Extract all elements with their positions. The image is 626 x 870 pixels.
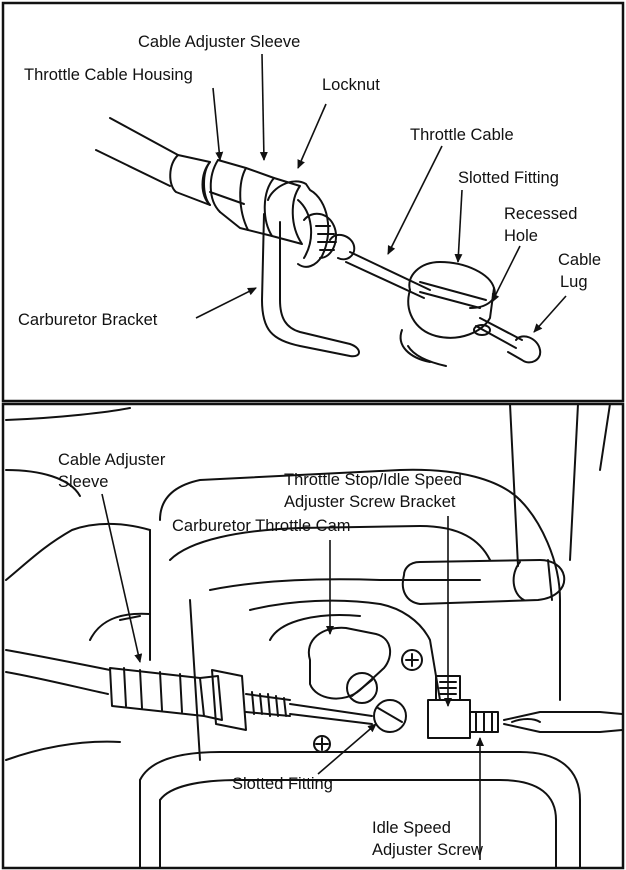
label-throttle-cable-housing: Throttle Cable Housing	[24, 66, 193, 84]
label-idle-speed-line2: Adjuster Screw	[372, 841, 483, 859]
label-cable-lug-line1: Cable	[558, 251, 602, 269]
label-recessed-hole-line2: Hole	[504, 227, 538, 245]
arrow-throttle-cable-housing	[212, 87, 224, 161]
bottom-illustration	[5, 403, 623, 869]
label-recessed-hole-line1: Recessed	[504, 205, 578, 223]
arrow-slotted-fitting	[454, 189, 463, 263]
label-cable-lug-line2: Lug	[560, 273, 588, 291]
top-leader-arrows	[195, 53, 567, 333]
label-carburetor-throttle-cam: Carburetor Throttle Cam	[172, 517, 351, 535]
arrow-slotted-fitting-bottom	[317, 723, 377, 775]
arrow-throttle-cable	[387, 145, 443, 255]
label-throttle-cable: Throttle Cable	[410, 126, 514, 144]
arrow-cable-adjuster-sleeve	[259, 53, 268, 161]
arrow-recessed-hole	[491, 245, 521, 303]
label-slotted-fitting: Slotted Fitting	[458, 169, 559, 187]
label-cable-adjuster-sleeve: Cable Adjuster Sleeve	[138, 33, 301, 51]
arrow-cable-adjuster-sleeve-bottom	[101, 493, 143, 663]
label-locknut: Locknut	[322, 76, 380, 94]
label-slotted-fitting-bottom: Slotted Fitting	[232, 775, 333, 793]
label-carburetor-bracket: Carburetor Bracket	[18, 311, 158, 329]
label-throttle-stop-line2: Adjuster Screw Bracket	[284, 493, 456, 511]
arrow-carburetor-bracket	[195, 287, 257, 319]
arrow-cable-lug	[533, 295, 567, 333]
label-throttle-stop-line1: Throttle Stop/Idle Speed	[284, 471, 462, 489]
label-cable-adjuster-line1: Cable Adjuster	[58, 451, 166, 469]
bottom-leader-arrows	[101, 493, 484, 860]
label-cable-adjuster-line2: Sleeve	[58, 473, 109, 491]
arrow-locknut	[297, 103, 327, 169]
top-illustration	[95, 117, 542, 367]
top-panel-border	[1, 1, 625, 403]
label-idle-speed-line1: Idle Speed	[372, 819, 451, 837]
bottom-panel-border	[1, 402, 625, 870]
